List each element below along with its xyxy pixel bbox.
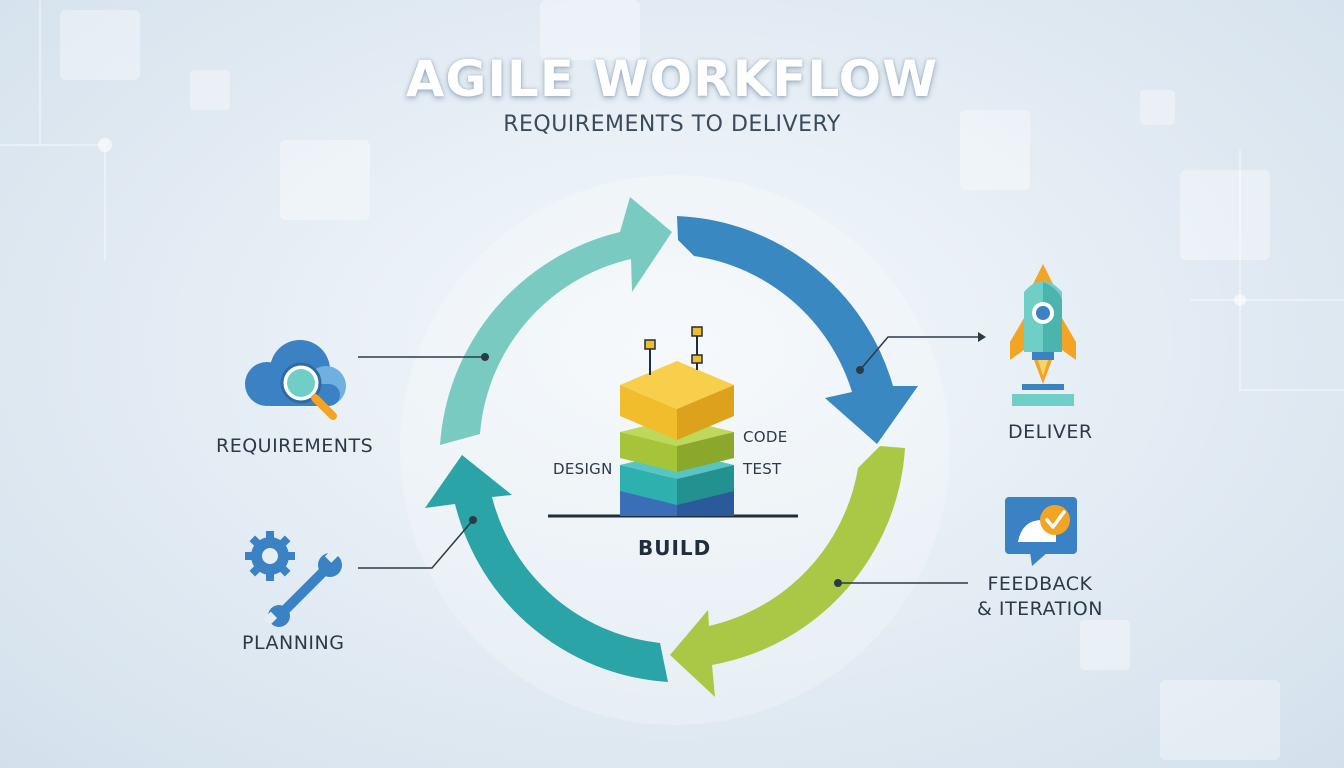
page-subtitle: REQUIREMENTS TO DELIVERY xyxy=(503,112,841,137)
stack-label-code: CODE xyxy=(743,428,788,446)
cycle-arrow-requirements xyxy=(440,197,672,445)
rocket-icon xyxy=(1010,264,1076,406)
cycle-arrow-planning xyxy=(425,455,668,682)
build-label: BUILD xyxy=(638,536,712,560)
stage-label-feedback-line1: FEEDBACK xyxy=(987,573,1093,595)
cycle-arrow-design xyxy=(677,216,918,444)
chat-checkmark-icon xyxy=(1005,497,1077,566)
stage-label-deliver: DELIVER xyxy=(1008,421,1093,443)
stage-label-feedback: FEEDBACK & ITERATION xyxy=(960,572,1120,622)
stack-antennas xyxy=(649,334,698,375)
cloud-magnifier-icon xyxy=(245,340,346,420)
page-title: AGILE WORKFLOW xyxy=(405,50,939,108)
cycle-arrow-feedback xyxy=(670,446,905,697)
stage-label-feedback-line2: & ITERATION xyxy=(977,598,1103,620)
gear-wrench-icon xyxy=(245,531,342,627)
stage-label-planning: PLANNING xyxy=(242,632,345,654)
stage-label-requirements: REQUIREMENTS xyxy=(216,435,374,457)
stack-layer-yellow xyxy=(620,361,734,440)
stack-label-design: DESIGN xyxy=(553,460,613,478)
stack-label-test: TEST xyxy=(743,460,782,478)
